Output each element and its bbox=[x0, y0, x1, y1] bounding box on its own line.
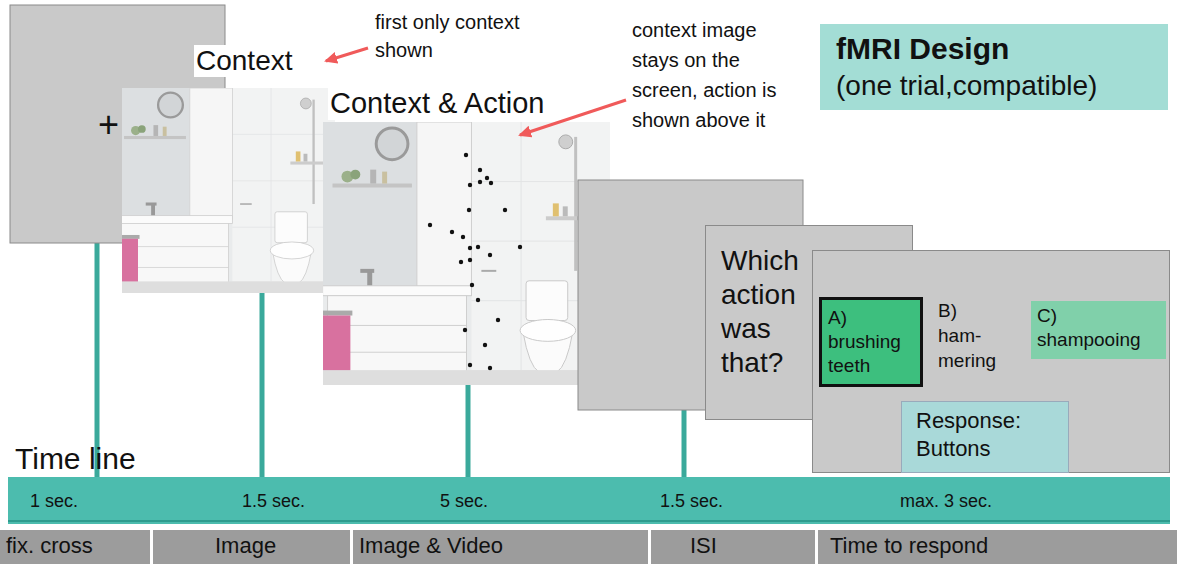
subtitle-text: (one trial,compatible) bbox=[836, 70, 1097, 102]
option-text: A) brushing teeth bbox=[828, 306, 916, 378]
timeline-tick bbox=[466, 385, 471, 477]
duration-label: 5 sec. bbox=[440, 490, 488, 512]
phase-name: Image & Video bbox=[359, 533, 503, 559]
phase-heading: Context bbox=[194, 45, 295, 77]
phase-name: fix. cross bbox=[6, 533, 93, 559]
timeline-tick bbox=[682, 410, 687, 477]
response-text: Response: Buttons bbox=[916, 407, 1061, 463]
title-box: fMRI Design (one trial,compatible) bbox=[820, 24, 1168, 110]
annotation-note: first only context shown bbox=[375, 8, 535, 64]
response-screen: B) ham- mering A) brushing teeth C) shampo… bbox=[812, 250, 1170, 473]
phase-heading: Context & Action bbox=[328, 87, 546, 120]
phase-cell: Image bbox=[153, 530, 350, 564]
timeline-bar bbox=[8, 477, 1170, 524]
duration-label: 1.5 sec. bbox=[660, 490, 723, 512]
phase-cell: Image & Video bbox=[353, 530, 648, 564]
phase-name: Image bbox=[215, 533, 276, 559]
timeline-tick bbox=[260, 293, 265, 477]
option-text: B) ham- mering bbox=[938, 298, 1000, 373]
bathroom-photo bbox=[116, 88, 340, 293]
duration-label: max. 3 sec. bbox=[900, 490, 992, 512]
response-box: Response: Buttons bbox=[901, 401, 1069, 473]
context-action-image: Context & Action bbox=[323, 122, 610, 385]
option-box: A) brushing teeth bbox=[819, 297, 923, 387]
point-light-dots bbox=[428, 153, 522, 370]
phase-name: ISI bbox=[690, 533, 717, 559]
phase-cell: Time to respond bbox=[818, 530, 1177, 564]
phase-cell: fix. cross bbox=[0, 530, 150, 564]
phase-cell: ISI bbox=[651, 530, 815, 564]
callout-arrow bbox=[326, 48, 368, 61]
question-text: Which action was that? bbox=[721, 244, 826, 380]
title-text: fMRI Design bbox=[836, 32, 1009, 66]
duration-label: 1.5 sec. bbox=[242, 490, 305, 512]
timeline-bar-edge bbox=[8, 520, 1170, 522]
bathroom-photo bbox=[323, 122, 611, 385]
option-box: C) shampooing bbox=[1031, 301, 1166, 359]
phase-name: Time to respond bbox=[830, 533, 988, 559]
fixation-screen: + bbox=[10, 5, 225, 243]
context-image: Context bbox=[122, 88, 335, 293]
timeline-tick bbox=[95, 243, 100, 477]
annotation-note: context image stays on the screen, actio… bbox=[632, 15, 804, 135]
axis-title: Time line bbox=[15, 443, 136, 475]
duration-label: 1 sec. bbox=[30, 490, 78, 512]
fixation-cross: + bbox=[98, 105, 119, 145]
option-text: C) shampooing bbox=[1037, 304, 1155, 352]
